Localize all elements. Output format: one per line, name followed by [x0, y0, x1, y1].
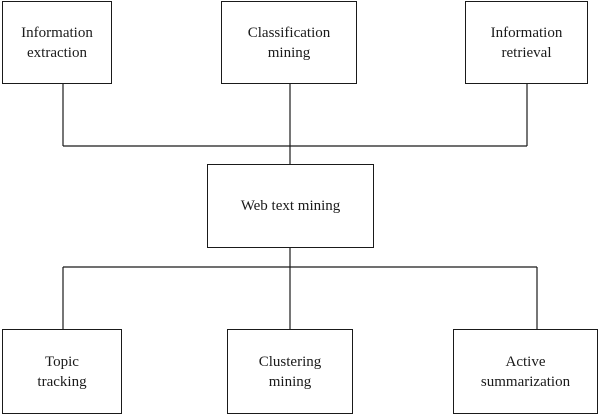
- node-label: Web text mining: [240, 198, 341, 214]
- node-label: Classification mining: [247, 24, 331, 61]
- node-label: Information retrieval: [490, 24, 563, 61]
- node-clustering-mining: Clustering mining: [227, 329, 353, 414]
- node-label: Topic tracking: [37, 353, 87, 390]
- node-active-summarization: Active summarization: [453, 329, 598, 414]
- node-information-retrieval: Information retrieval: [465, 1, 588, 84]
- node-label: Clustering mining: [258, 353, 322, 390]
- node-topic-tracking: Topic tracking: [2, 329, 122, 414]
- node-information-extraction: Information extraction: [2, 1, 112, 84]
- node-web-text-mining: Web text mining: [207, 164, 374, 248]
- node-label: Active summarization: [480, 353, 571, 390]
- node-classification-mining: Classification mining: [221, 1, 357, 84]
- node-label: Information extraction: [21, 24, 93, 61]
